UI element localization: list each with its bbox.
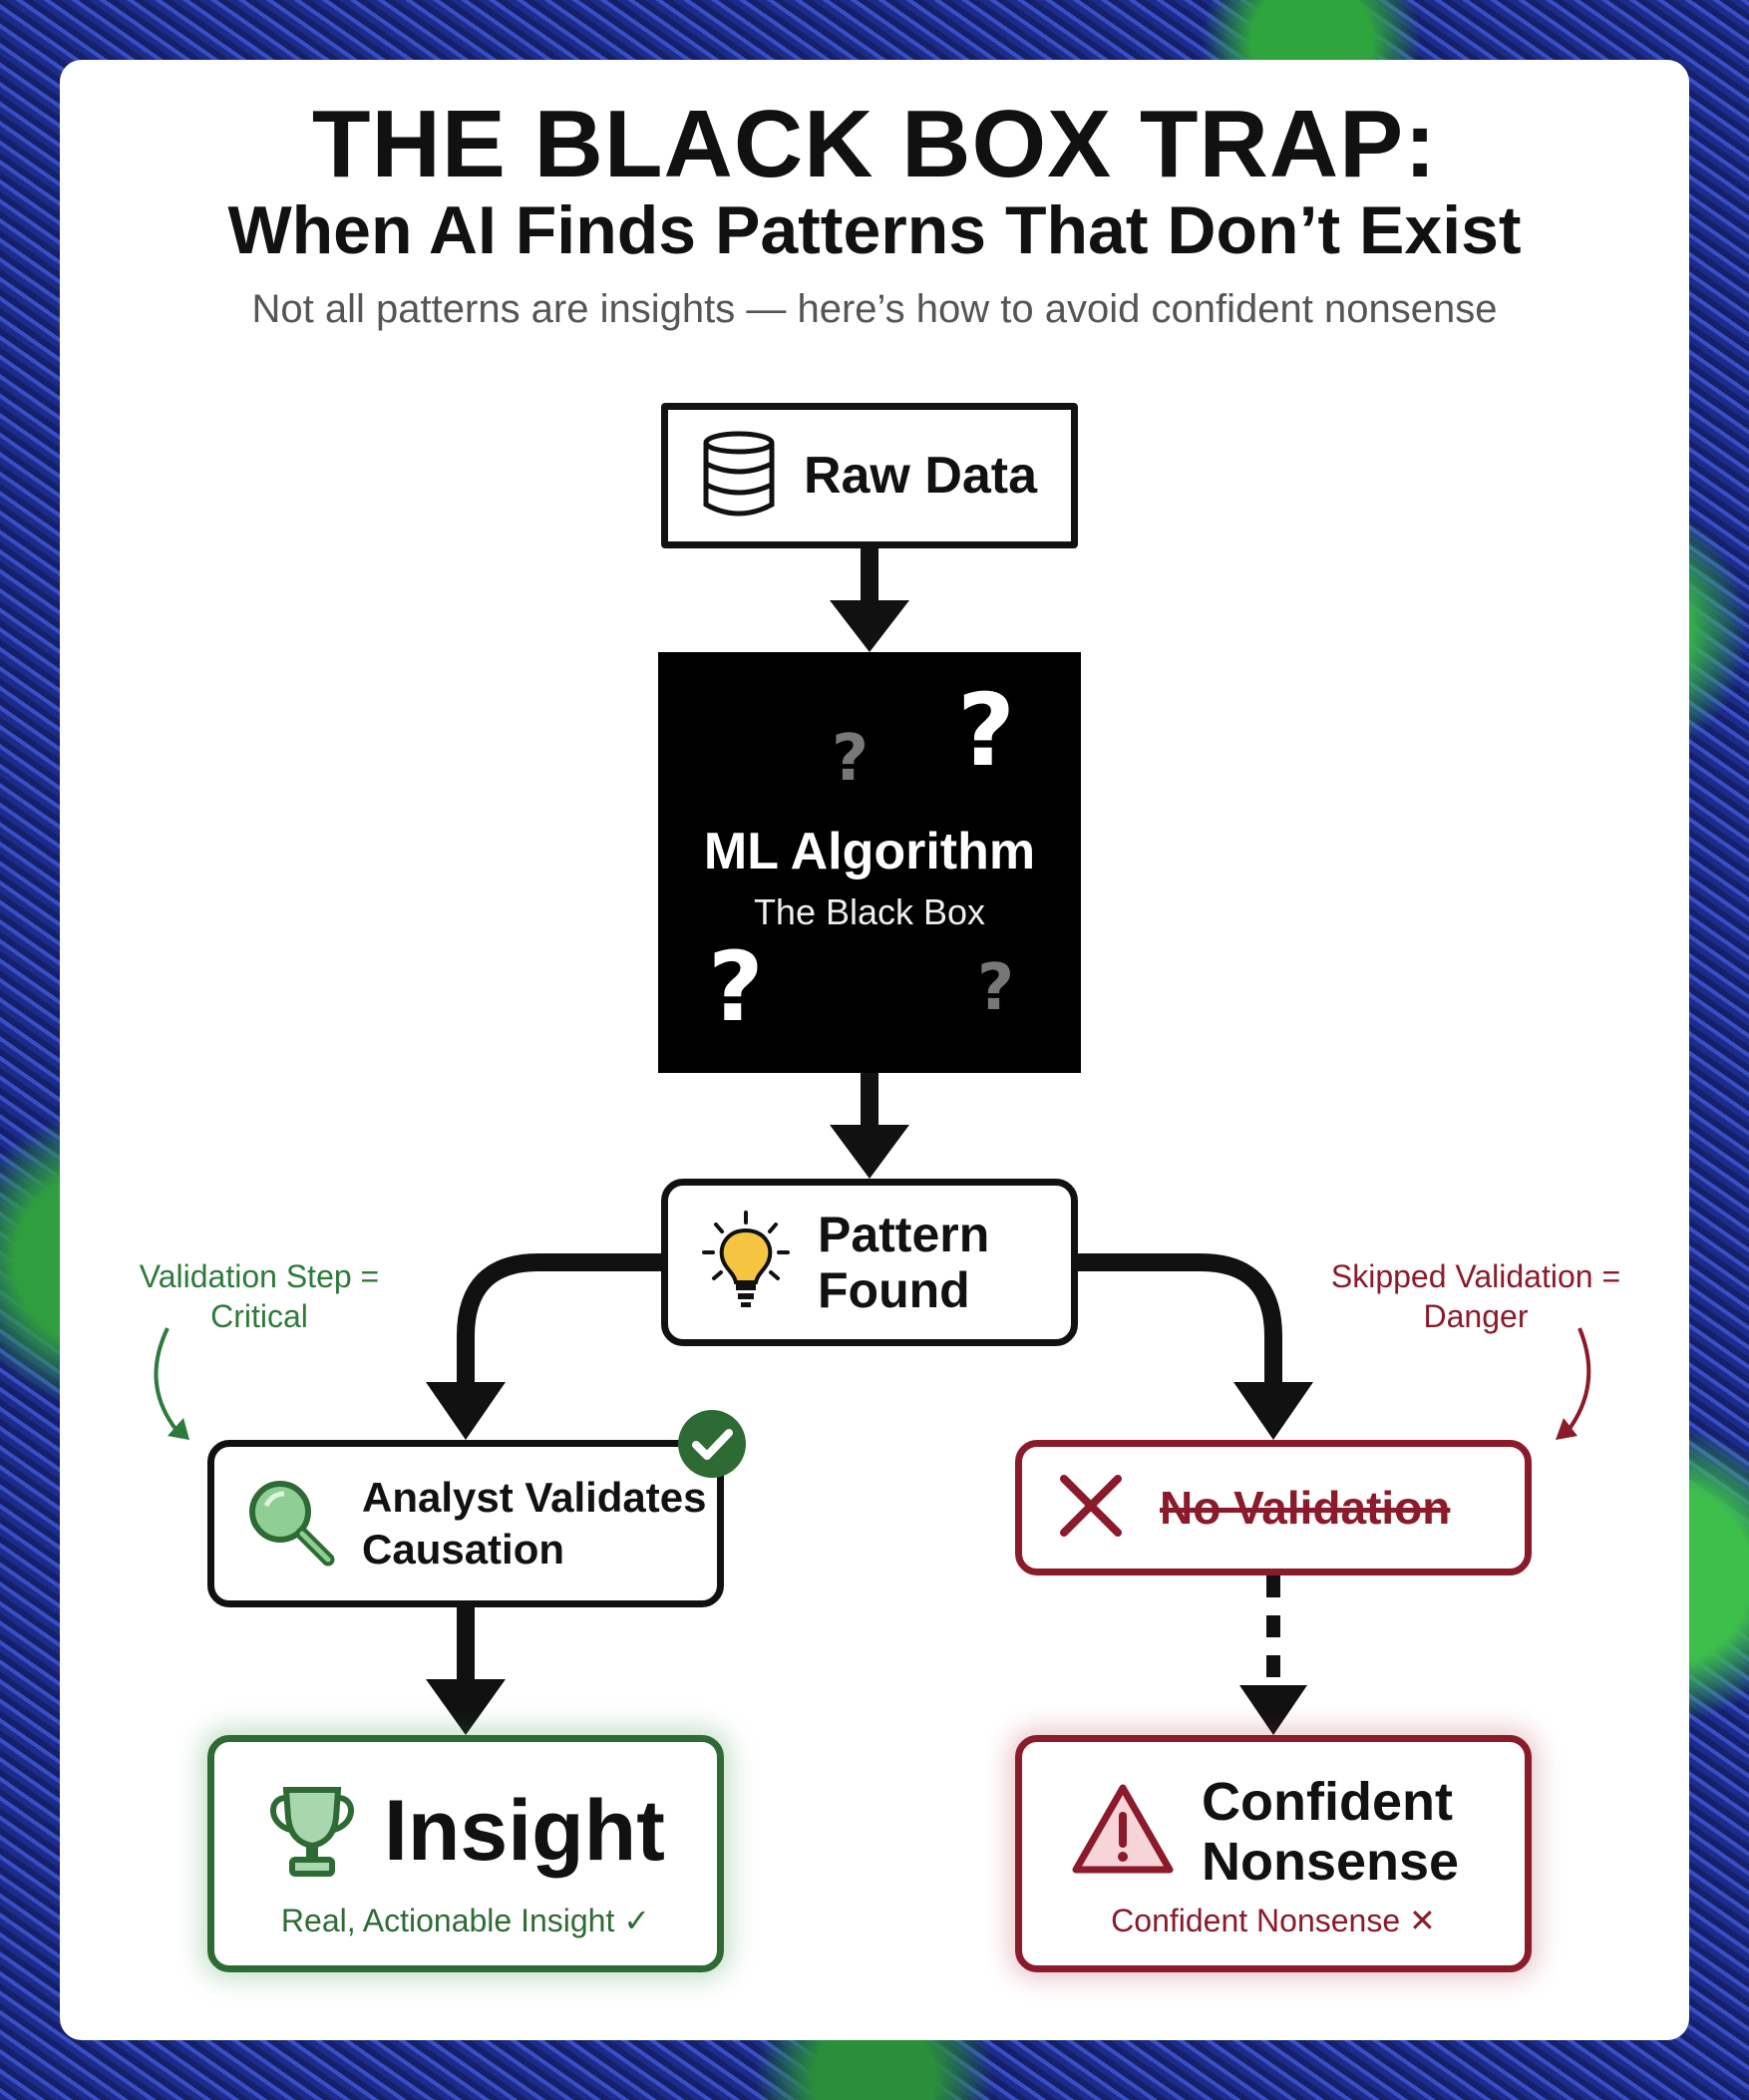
page-title: THE BLACK BOX TRAP:	[311, 91, 1438, 197]
x-icon	[1058, 1473, 1124, 1544]
arrowhead-pattern-to-novalidation	[1233, 1382, 1313, 1440]
arrow-pattern-to-novalidation	[1078, 1253, 1282, 1386]
page-subtitle: When AI Finds Patterns That Don’t Exist	[227, 192, 1522, 268]
note-right-arrowhead	[1556, 1418, 1577, 1440]
warning-icon	[1070, 1782, 1176, 1883]
raw-data-label: Raw Data	[803, 447, 1038, 505]
ml-algorithm-subtitle: The Black Box	[753, 891, 986, 932]
ml-algorithm-node: ? ? ? ? ML Algorithm The Black Box	[658, 652, 1081, 1073]
insight-node: Insight Real, Actionable Insight ✓	[207, 1735, 724, 1972]
arrowhead-ml-to-pattern	[830, 1125, 909, 1179]
raw-data-node: Raw Data	[661, 403, 1078, 548]
question-mark: ?	[708, 931, 764, 1043]
page-tagline: Not all patterns are insights — here’s h…	[251, 287, 1498, 331]
check-badge-icon	[676, 1408, 748, 1485]
ml-algorithm-title: ML Algorithm	[703, 823, 1036, 880]
insight-caption: Real, Actionable Insight ✓	[280, 1903, 651, 1938]
arrowhead-pattern-to-analyst	[426, 1382, 506, 1440]
database-icon	[702, 431, 776, 522]
pattern-found-node: Pattern Found	[661, 1179, 1078, 1346]
arrowhead-raw-to-ml	[830, 600, 909, 652]
arrowhead-analyst-to-insight	[426, 1679, 506, 1735]
question-mark: ?	[977, 951, 1015, 1025]
confident-nonsense-label: Confident Nonsense	[1202, 1772, 1460, 1892]
analyst-validates-node: Analyst Validates Causation	[207, 1440, 724, 1607]
note-left-arrowhead	[168, 1418, 189, 1440]
analyst-validates-label: Analyst Validates Causation	[362, 1474, 707, 1573]
confident-nonsense-caption: Confident Nonsense ✕	[1111, 1903, 1436, 1938]
skipped-validation-note: Skipped Validation = Danger	[1330, 1258, 1621, 1334]
question-mark: ?	[957, 672, 1016, 789]
pattern-found-label: Pattern Found	[818, 1207, 990, 1318]
insight-label: Insight	[384, 1783, 665, 1879]
flow-connectors	[154, 548, 1591, 1735]
trophy-icon	[262, 1784, 362, 1885]
magnifier-icon	[244, 1476, 336, 1573]
question-mark: ?	[832, 722, 870, 796]
note-right-arrow	[1564, 1327, 1591, 1436]
no-validation-label: No Validation	[1160, 1482, 1451, 1534]
arrow-pattern-to-analyst	[457, 1253, 661, 1386]
note-left-arrow	[154, 1327, 181, 1436]
validation-step-note: Validation Step = Critical	[139, 1258, 380, 1334]
no-validation-node: No Validation	[1015, 1440, 1532, 1575]
confident-nonsense-node: Confident Nonsense Confident Nonsense ✕	[1015, 1735, 1532, 1972]
lightbulb-icon	[698, 1210, 794, 1315]
infographic-card: THE BLACK BOX TRAP: When AI Finds Patter…	[60, 60, 1689, 2040]
arrowhead-novalidation-to-confident	[1239, 1685, 1307, 1735]
